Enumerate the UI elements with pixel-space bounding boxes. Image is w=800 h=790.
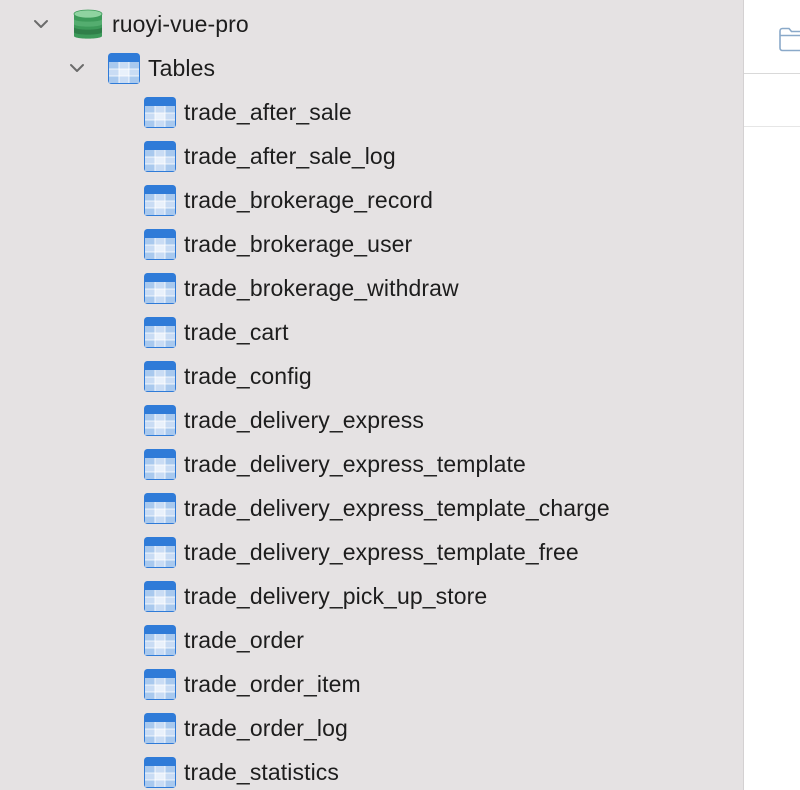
table-item[interactable]: trade_cart [0,312,743,356]
table-item-label: trade_after_sale_log [184,143,396,169]
table-icon [144,185,176,216]
tables-icon [108,53,140,84]
table-item-label: trade_delivery_express_template [184,451,526,477]
table-icon [144,141,176,172]
table-item-label: trade_brokerage_record [184,187,433,213]
table-item[interactable]: trade_statistics [0,752,743,790]
table-icon [144,273,176,304]
table-item[interactable]: trade_order_item [0,664,743,708]
table-item-label: trade_statistics [184,759,339,785]
toolbar [744,0,800,74]
table-item[interactable]: trade_config [0,356,743,400]
main-panel [744,0,800,790]
table-icon [144,405,176,436]
tables-group-label: Tables [148,55,216,81]
table-icon [144,757,176,788]
table-icon [144,713,176,744]
chevron-down-icon[interactable] [31,14,51,34]
folder-icon[interactable] [778,26,800,52]
table-item-label: trade_delivery_pick_up_store [184,583,488,609]
table-icon [144,493,176,524]
tree-item-tables-group[interactable]: Tables [0,48,743,88]
table-item[interactable]: trade_brokerage_record [0,180,743,224]
table-item[interactable]: trade_after_sale [0,92,743,136]
table-icon [144,625,176,656]
table-item-label: trade_order_log [184,715,348,741]
table-item-label: trade_order [184,627,305,653]
table-item-label: trade_delivery_express_template_free [184,539,579,565]
table-item[interactable]: trade_delivery_express_template_charge [0,488,743,532]
table-item-label: trade_brokerage_withdraw [184,275,459,301]
table-item[interactable]: trade_order_log [0,708,743,752]
table-icon [144,581,176,612]
table-item-label: trade_cart [184,319,289,345]
table-icon [144,229,176,260]
table-icon [144,537,176,568]
database-label: ruoyi-vue-pro [112,11,249,37]
table-item[interactable]: trade_after_sale_log [0,136,743,180]
table-item[interactable]: trade_brokerage_withdraw [0,268,743,312]
table-item[interactable]: trade_delivery_pick_up_store [0,576,743,620]
table-icon [144,317,176,348]
table-item[interactable]: trade_delivery_express_template_free [0,532,743,576]
table-item[interactable]: trade_order [0,620,743,664]
table-item-label: trade_order_item [184,671,361,697]
table-item-label: trade_after_sale [184,99,352,125]
table-item[interactable]: trade_delivery_express [0,400,743,444]
tree-item-database[interactable]: ruoyi-vue-pro [0,4,743,44]
subtoolbar [744,74,800,127]
table-icon [144,669,176,700]
chevron-down-icon[interactable] [67,58,87,78]
table-item-label: trade_delivery_express_template_charge [184,495,610,521]
table-item[interactable]: trade_brokerage_user [0,224,743,268]
table-item[interactable]: trade_delivery_express_template [0,444,743,488]
table-icon [144,97,176,128]
table-icon [144,361,176,392]
table-icon [144,449,176,480]
table-item-label: trade_delivery_express [184,407,424,433]
table-item-label: trade_config [184,363,312,389]
table-item-label: trade_brokerage_user [184,231,413,257]
database-icon [73,8,103,42]
